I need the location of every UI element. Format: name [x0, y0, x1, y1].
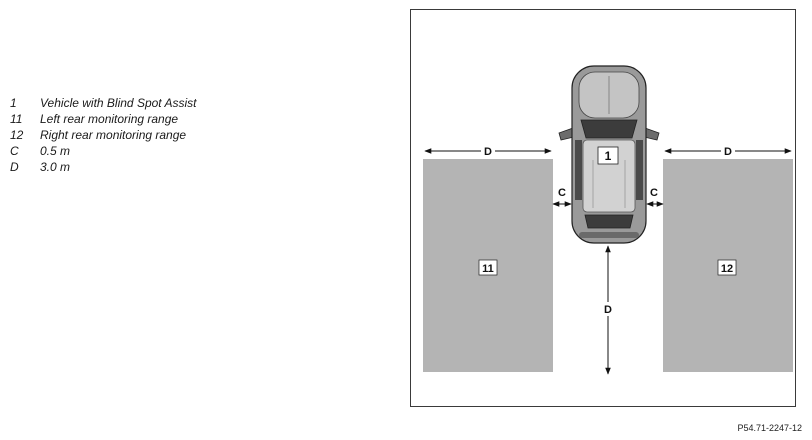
right-d-label-bg: [721, 144, 735, 158]
legend-key: D: [10, 160, 19, 174]
legend-key: 11: [10, 112, 23, 126]
right-zone-label-box: [717, 259, 737, 276]
blind-spot-diagram: 11 12 1: [423, 65, 793, 375]
legend-row-c: C 0.5 m: [10, 143, 197, 159]
legend-key: 12: [10, 128, 24, 142]
right-zone-label: 12: [721, 263, 733, 275]
left-c-label: C: [558, 187, 566, 199]
rear-d-label: D: [604, 304, 612, 316]
left-d-label: D: [484, 146, 492, 158]
legend-row-left-range: 11 Left rear monitoring range: [10, 111, 197, 127]
legend-text: 3.0 m: [40, 160, 71, 174]
diagram-frame: 11 12 1: [410, 9, 796, 407]
legend-text: Right rear monitoring range: [40, 128, 187, 142]
vehicle-label-box: [597, 146, 619, 165]
left-d-label-bg: [481, 144, 495, 158]
right-c-label: C: [650, 187, 658, 199]
rear-d-label-bg: [601, 302, 615, 316]
left-zone-label-box: [478, 259, 498, 276]
vehicle-label: 1: [605, 149, 612, 163]
legend-row-right-range: 12 Right rear monitoring range: [10, 127, 197, 143]
figure-code: P54.71-2247-12: [737, 423, 802, 433]
left-zone-label: 11: [482, 263, 494, 275]
legend-key: C: [10, 144, 19, 158]
legend-row-vehicle: 1 Vehicle with Blind Spot Assist: [10, 95, 197, 111]
legend-text: Left rear monitoring range: [40, 112, 179, 126]
legend-key: 1: [10, 96, 17, 110]
legend: 1 Vehicle with Blind Spot Assist 11 Left…: [10, 95, 197, 175]
legend-text: Vehicle with Blind Spot Assist: [40, 96, 197, 110]
legend-row-d: D 3.0 m: [10, 159, 197, 175]
right-d-label: D: [724, 146, 732, 158]
legend-text: 0.5 m: [40, 144, 71, 158]
